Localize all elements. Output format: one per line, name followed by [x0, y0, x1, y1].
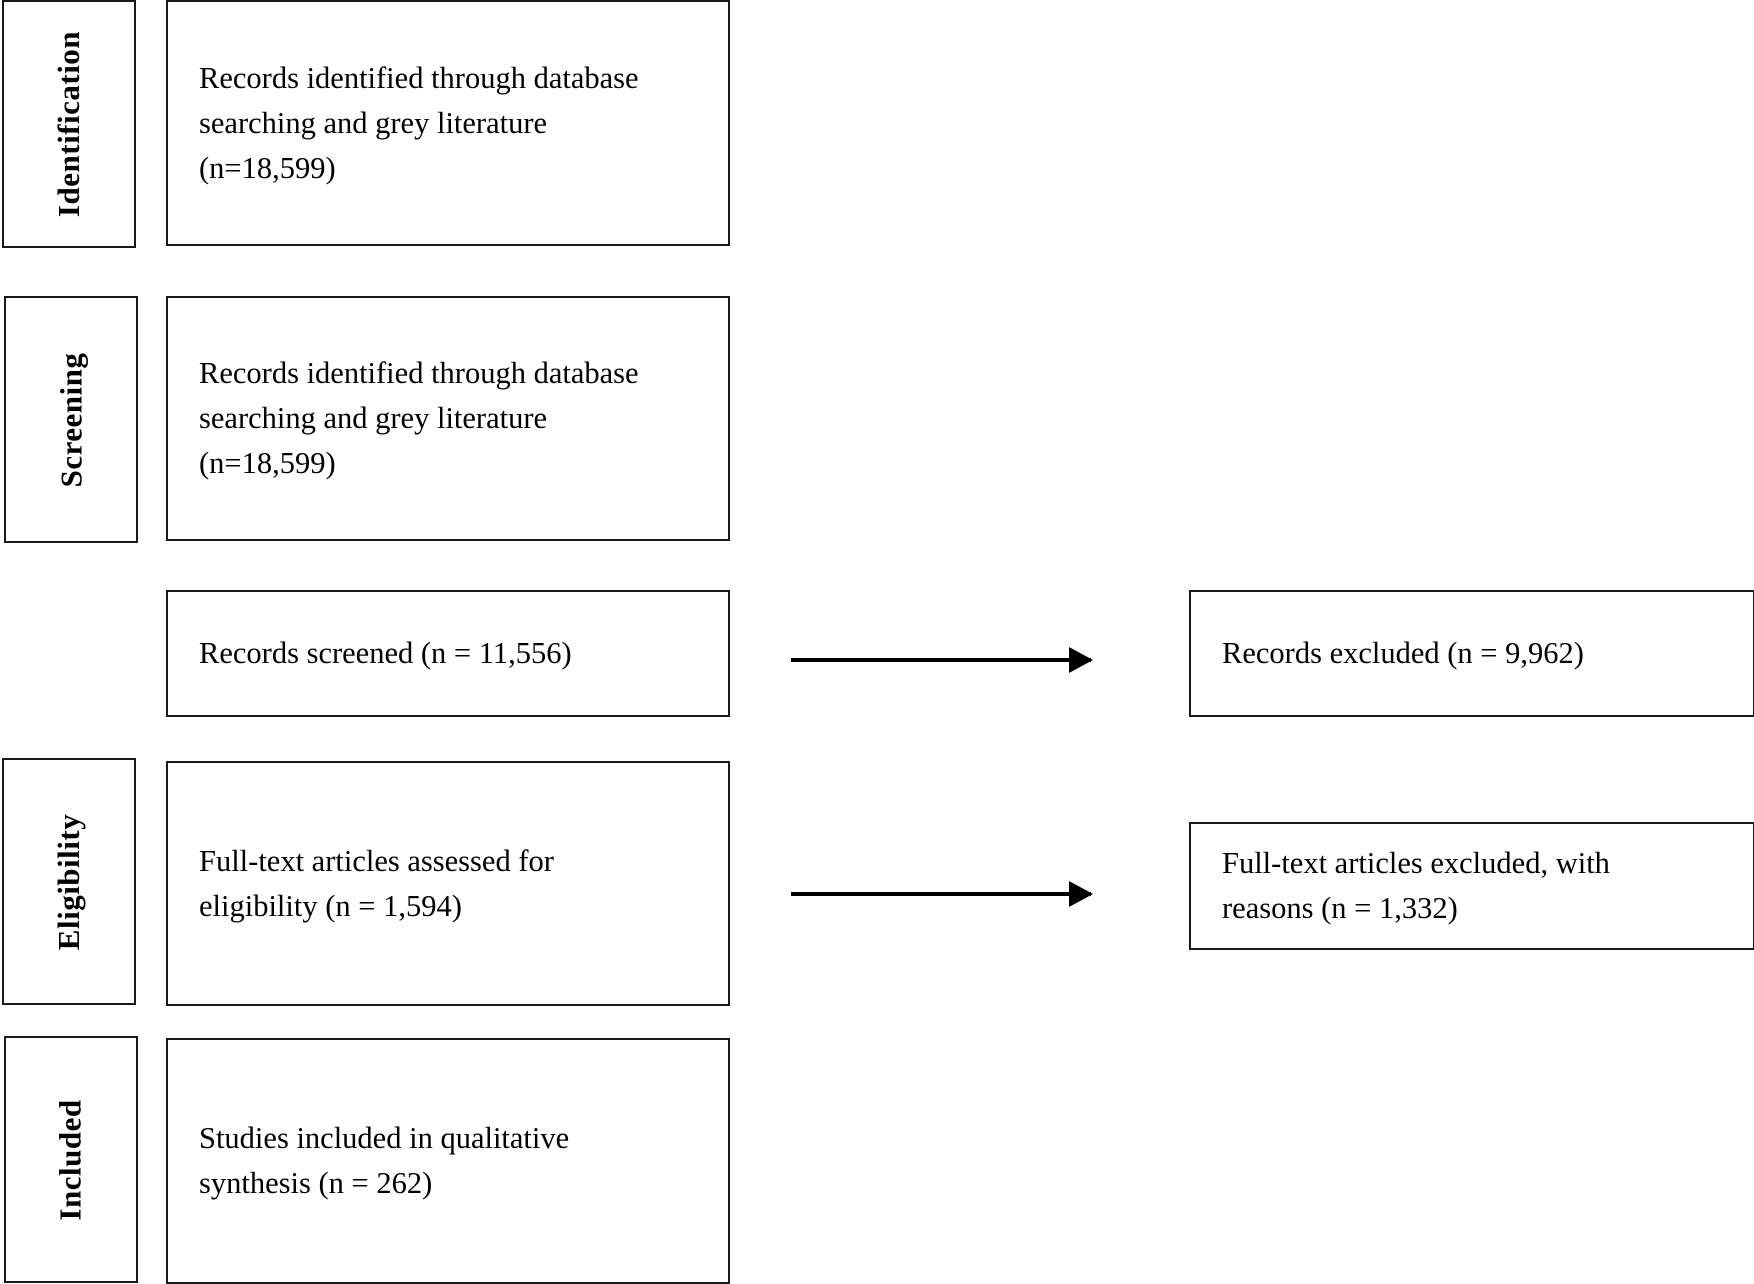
box-text: Studies included in qualitative synthesi…	[199, 1121, 570, 1200]
box-text: Records identified through database sear…	[199, 60, 639, 185]
box-text: Full-text articles assessed for eligibil…	[199, 843, 554, 923]
stage-label-identification: Identification	[2, 0, 136, 248]
box-records-excluded: Records excluded (n = 9,962)	[1189, 590, 1754, 717]
stage-label-text: Identification	[51, 30, 86, 218]
box-records-identified-screening: Records identified through database sear…	[166, 296, 730, 541]
stage-label-text: Included	[52, 1098, 88, 1221]
box-studies-included: Studies included in qualitative synthesi…	[166, 1038, 730, 1284]
stage-label-screening: Screening	[4, 296, 138, 543]
box-text: Records screened (n = 11,556)	[199, 636, 572, 670]
arrow-head-icon	[1069, 881, 1093, 907]
arrow-screened-to-excluded	[791, 647, 1093, 673]
box-text: Records excluded (n = 9,962)	[1222, 636, 1584, 670]
arrow-assessed-to-excluded	[791, 881, 1093, 907]
stage-label-eligibility: Eligibility	[2, 758, 136, 1005]
box-records-identified: Records identified through database sear…	[166, 0, 730, 246]
stage-label-text: Eligibility	[51, 813, 87, 950]
box-full-text-excluded: Full-text articles excluded, with reason…	[1189, 822, 1754, 950]
stage-label-text: Screening	[53, 352, 88, 487]
box-text: Full-text articles excluded, with reason…	[1222, 846, 1610, 925]
arrow-head-icon	[1069, 647, 1093, 673]
box-text: Records identified through database sear…	[199, 356, 639, 480]
box-full-text-assessed: Full-text articles assessed for eligibil…	[166, 761, 730, 1006]
stage-label-included: Included	[4, 1036, 138, 1283]
box-records-screened: Records screened (n = 11,556)	[166, 590, 730, 717]
